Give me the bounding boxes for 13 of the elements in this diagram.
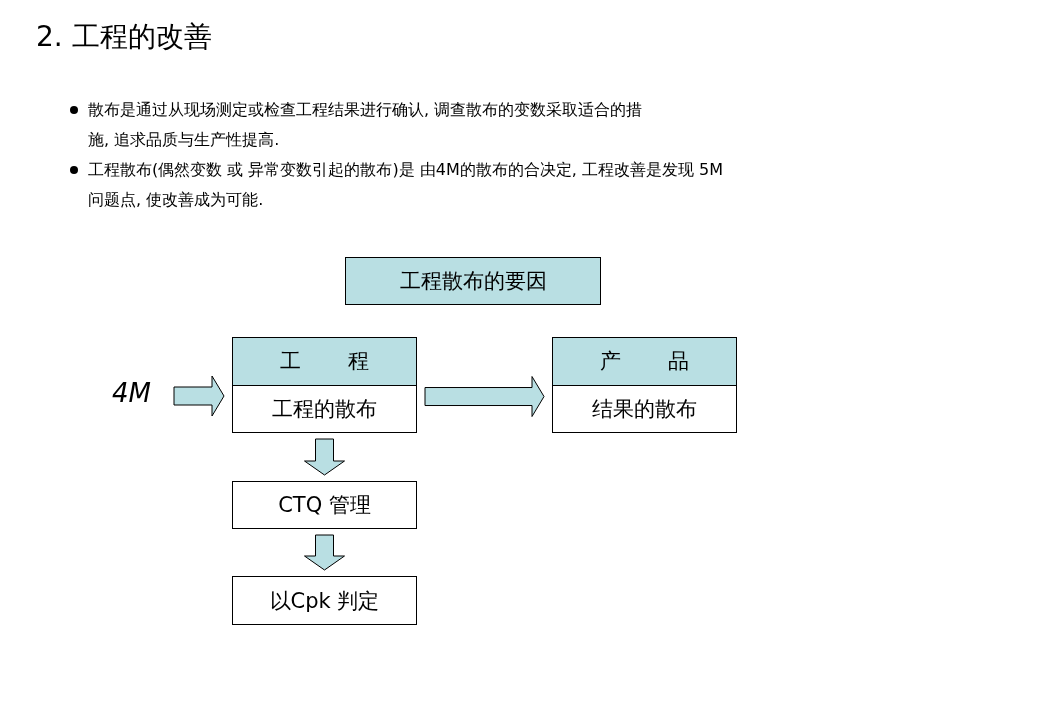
bullet-text: 散布是通过从现场测定或检查工程结果进行确认, 调查散布的变数采取适合的措施, 追求品质与生产性提高. — [88, 99, 644, 151]
process-box: CTQ 管理 — [232, 481, 417, 529]
process-box: 工程散布的要因 — [345, 257, 601, 305]
input-label: 4M — [112, 378, 166, 410]
block-arrow — [304, 534, 345, 571]
process-box: 产 品 结果的散布 — [552, 337, 737, 433]
block-arrow — [424, 376, 545, 417]
page-title: 2. 工程的改善 — [36, 19, 212, 55]
bullet-text: 工程散布(偶然变数 或 异常变数引起的散布)是 由4M的散布的合决定, 工程改善是发现 5M 问题点, 使改善成为可能. — [88, 159, 724, 211]
block-arrow — [304, 438, 345, 476]
process-box: 工 程 工程的散布 — [232, 337, 417, 433]
process-box: 以Cpk 判定 — [232, 576, 417, 625]
block-arrow — [173, 375, 225, 417]
